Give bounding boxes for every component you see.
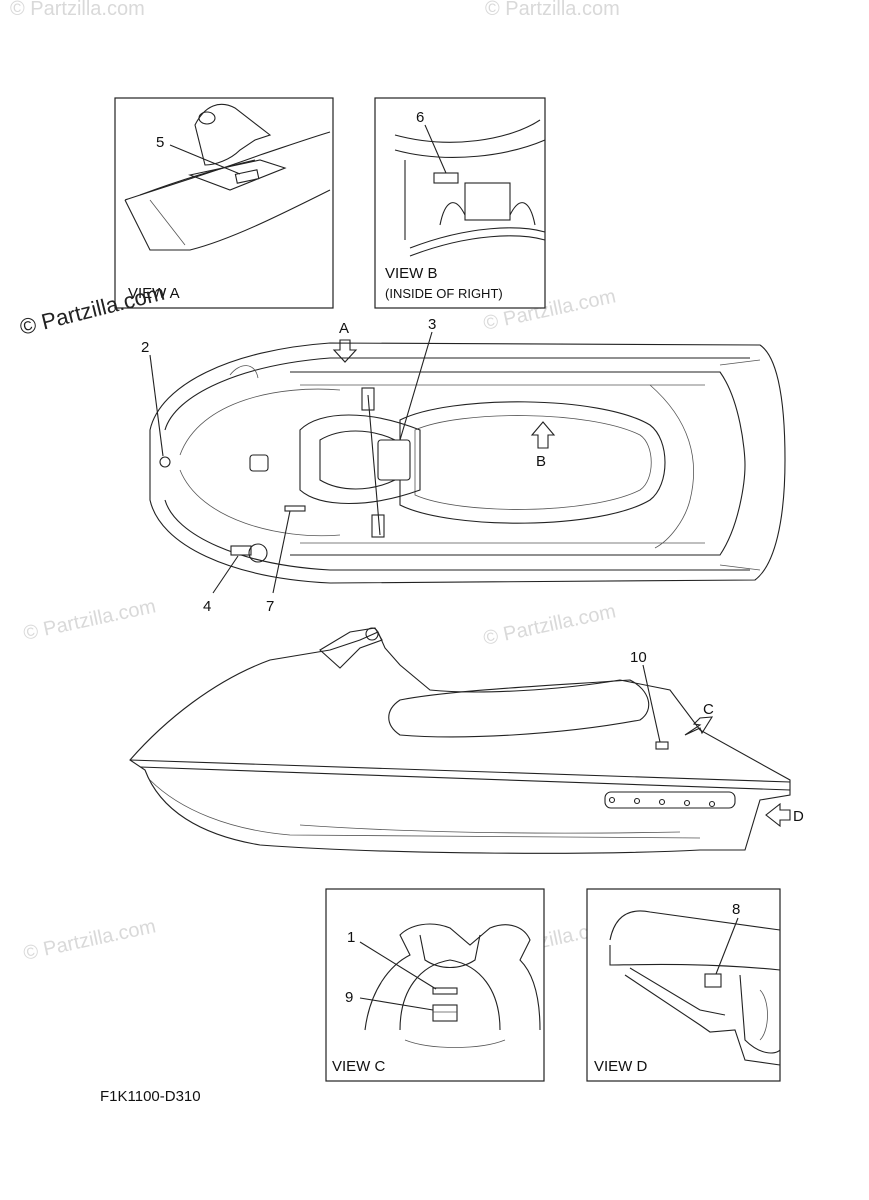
leader-8 — [715, 917, 739, 975]
view-c-label-1 — [432, 987, 458, 995]
side-view-label-10 — [655, 741, 669, 750]
view-a-title: VIEW A — [128, 285, 180, 302]
top-view-craft: A B 2 3 4 7 — [141, 316, 786, 615]
view-a-panel: 5 VIEW A — [114, 97, 334, 309]
view-a-label-5 — [234, 169, 260, 184]
arrow-c-label: C — [703, 701, 714, 718]
leader-7 — [272, 510, 291, 594]
callout-2: 2 — [141, 339, 149, 356]
leader-6 — [424, 124, 447, 174]
leader-1 — [359, 941, 437, 990]
view-d-title: VIEW D — [594, 1058, 648, 1075]
watermark-top-left: © Partzilla.com — [10, 0, 145, 20]
leader-2 — [149, 354, 164, 457]
arrow-a-label: A — [339, 320, 349, 337]
arrow-d — [765, 802, 791, 828]
view-b-title: VIEW B — [385, 265, 438, 282]
top-view-outline — [149, 342, 786, 584]
arrow-d-label: D — [793, 808, 804, 825]
leader-4 — [212, 555, 239, 594]
callout-9: 9 — [345, 989, 353, 1006]
side-view-seat — [388, 679, 650, 738]
watermark-left-3: © Partzilla.com — [21, 915, 157, 965]
view-a-frame — [114, 97, 334, 309]
callout-3: 3 — [428, 316, 436, 333]
watermark-main: © Partzilla.com — [17, 280, 167, 340]
watermark-left-2: © Partzilla.com — [21, 595, 157, 645]
view-a-steering — [194, 103, 272, 166]
view-d-frame — [586, 888, 781, 1082]
view-b-frame — [374, 97, 546, 309]
view-b-label-6 — [433, 172, 459, 184]
leader-10 — [642, 664, 661, 743]
arrow-a — [332, 339, 358, 363]
leader-9 — [359, 997, 434, 1011]
watermark-right-2: © Partzilla.com — [481, 600, 617, 650]
view-b-panel: 6 VIEW B (INSIDE OF RIGHT) — [374, 97, 546, 309]
leader-3 — [399, 331, 433, 441]
view-d-panel: 8 VIEW D — [586, 888, 781, 1082]
callout-6: 6 — [416, 109, 424, 126]
view-c-title: VIEW C — [332, 1058, 386, 1075]
arrow-c — [684, 716, 714, 736]
leader-5 — [169, 144, 241, 175]
arrow-b-label: B — [536, 453, 546, 470]
top-view-label-7 — [284, 505, 306, 512]
top-view-seat — [399, 401, 666, 524]
callout-5: 5 — [156, 134, 164, 151]
top-view-nose-mark — [159, 456, 171, 468]
side-view-outline — [129, 631, 791, 854]
callout-8: 8 — [732, 901, 740, 918]
view-b-subtitle: (INSIDE OF RIGHT) — [385, 286, 503, 301]
view-c-label-9 — [432, 1004, 458, 1022]
view-c-frame — [325, 888, 545, 1082]
arrow-b — [530, 421, 556, 449]
callout-1: 1 — [347, 929, 355, 946]
view-c-panel: 1 9 VIEW C — [325, 888, 545, 1082]
top-view-label-4 — [230, 545, 252, 556]
callout-4: 4 — [203, 598, 211, 615]
callout-7: 7 — [266, 598, 274, 615]
figure-code: F1K1100-D310 — [100, 1088, 201, 1105]
top-view-label-3 — [377, 439, 411, 481]
side-view-craft: 10 C D — [129, 627, 804, 854]
watermark-top-right: © Partzilla.com — [485, 0, 620, 20]
view-a-hull — [124, 189, 331, 251]
callout-10: 10 — [630, 649, 647, 666]
view-d-label-8 — [704, 973, 722, 988]
